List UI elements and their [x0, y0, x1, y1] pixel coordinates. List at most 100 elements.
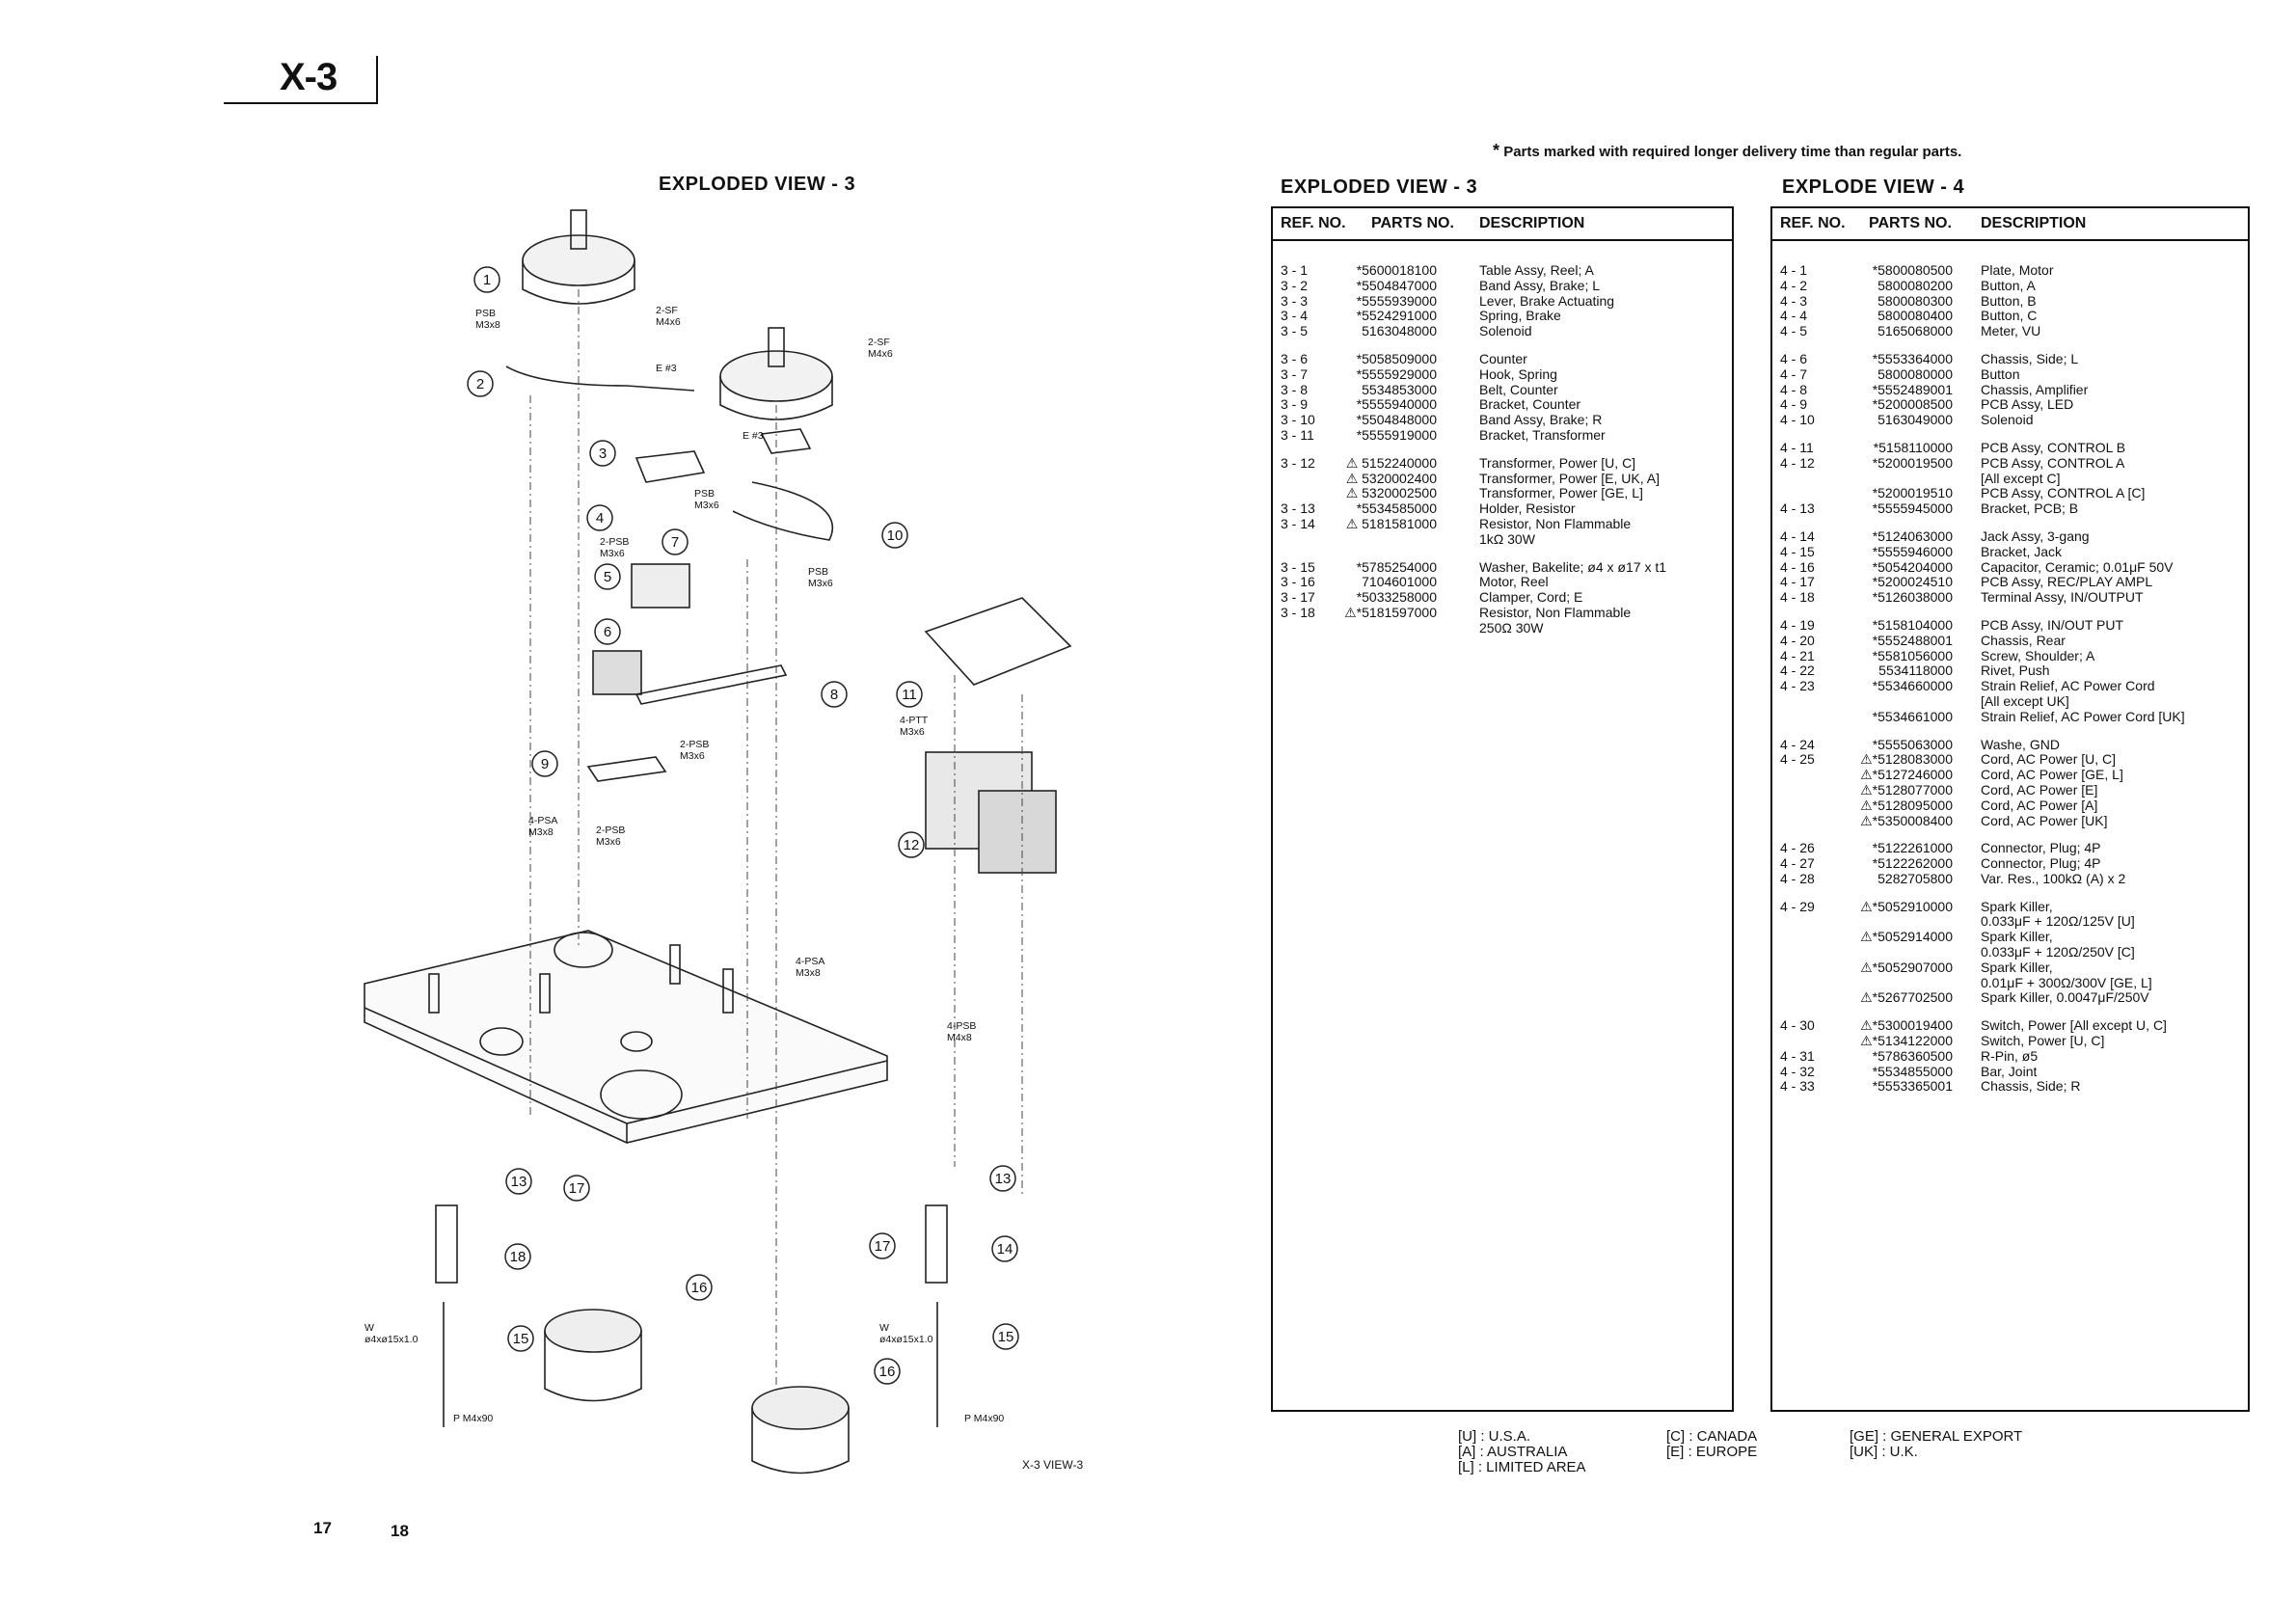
description: 250Ω 30W: [1479, 619, 1544, 636]
ref-no: 4 - 26: [1780, 840, 1815, 856]
ref-no: 4 - 28: [1780, 870, 1815, 886]
table-row: 250Ω 30W: [1273, 620, 1732, 636]
parts-no: *5033258000: [1356, 589, 1437, 606]
ref-no: 4 - 9: [1780, 396, 1808, 413]
ref-no: 4 - 15: [1780, 543, 1815, 559]
label-psb-m3x8-size: M3x8: [475, 319, 500, 331]
description: Meter, VU: [1981, 323, 2041, 339]
parts-no: *5054204000: [1872, 558, 1953, 575]
description: Washe, GND: [1981, 736, 2060, 752]
group-gap: [1273, 338, 1732, 351]
ref-no: 4 - 16: [1780, 558, 1815, 575]
label-ptt-size: M3x6: [900, 726, 925, 738]
parts-no: *5124063000: [1872, 527, 1953, 544]
description: Washer, Bakelite; ø4 x ø17 x t1: [1479, 558, 1667, 575]
parts-no: 5800080400: [1877, 308, 1953, 324]
parts-no: *5534661000: [1872, 708, 1953, 724]
table-row: 1kΩ 30W: [1273, 531, 1732, 547]
ref-no: 4 - 12: [1780, 454, 1815, 471]
callout-14-label: 14: [997, 1241, 1013, 1258]
delivery-note: * Parts marked with required longer deli…: [1493, 141, 1961, 161]
ref-no: 3 - 5: [1281, 323, 1309, 339]
label-ptt: 4-PTT: [900, 715, 929, 726]
description: Counter: [1479, 350, 1527, 366]
description: PCB Assy, IN/OUT PUT: [1981, 616, 2124, 633]
description: Transformer, Power [E, UK, A]: [1479, 470, 1660, 486]
ref-no: 4 - 18: [1780, 589, 1815, 606]
description: PCB Assy, CONTROL A: [1981, 454, 2125, 471]
callout-9: 9: [531, 750, 558, 777]
parts-no: ⚠*5134122000: [1860, 1033, 1953, 1049]
description: 0.033μF + 120Ω/250V [C]: [1981, 944, 2135, 960]
description: Cord, AC Power [GE, L]: [1981, 767, 2123, 783]
parts-no: *5126038000: [1872, 589, 1953, 606]
parts-no: 7104601000: [1362, 574, 1437, 590]
callout-16-left: 16: [686, 1274, 713, 1301]
description: Terminal Assy, IN/OUTPUT: [1981, 589, 2144, 606]
description: [All except UK]: [1981, 692, 2069, 709]
description: Switch, Power [U, C]: [1981, 1033, 2105, 1049]
legend-col-1: [U] : U.S.A. [A] : AUSTRALIA [L] : LIMIT…: [1458, 1429, 1586, 1475]
label-washer-left: W: [365, 1322, 374, 1334]
ref-no: 4 - 27: [1780, 855, 1815, 872]
group-gap: [1772, 338, 2248, 351]
description: Band Assy, Brake; R: [1479, 412, 1603, 428]
callout-3-label: 3: [599, 446, 607, 462]
ref-no: 4 - 17: [1780, 574, 1815, 590]
callout-13-right: 13: [989, 1165, 1016, 1192]
parts-no: *5555940000: [1356, 396, 1437, 413]
label-psb2-c-size: M3x6: [596, 836, 621, 848]
label-e3-b: E #3: [743, 430, 764, 442]
legend-col-2: [C] : CANADA [E] : EUROPE: [1666, 1429, 1757, 1460]
label-psa-right: 4-PSA: [796, 956, 824, 967]
ref-no: 4 - 13: [1780, 500, 1815, 517]
parts-no: *5555939000: [1356, 292, 1437, 309]
label-psb2-a-size: M3x6: [600, 548, 625, 559]
ref-no: 3 - 3: [1281, 292, 1309, 309]
legend-item: [GE] : GENERAL EXPORT: [1850, 1428, 2023, 1445]
table-row: 0.033μF + 120Ω/125V [U]: [1772, 913, 2248, 929]
ref-no: 3 - 1: [1281, 262, 1309, 278]
label-sf-a-size: M4x6: [656, 316, 681, 328]
description: Cord, AC Power [A]: [1981, 797, 2098, 813]
drawing-title: EXPLODED VIEW - 3: [659, 174, 856, 195]
ref-no: 3 - 6: [1281, 350, 1309, 366]
callout-7: 7: [662, 528, 689, 555]
description: Solenoid: [1479, 323, 1532, 339]
label-washer-left-size: ø4xø15x1.0: [365, 1334, 419, 1345]
parts-no: ⚠*5350008400: [1860, 812, 1953, 828]
legend-item: [E] : EUROPE: [1666, 1444, 1758, 1460]
callout-10: 10: [881, 522, 908, 549]
label-psb-b-size: M3x6: [808, 578, 833, 589]
callout-4-label: 4: [596, 510, 604, 527]
drawing-callouts: 1 2 3 4 5 6 7 8 9 10 11 12 13 13 14 15 1…: [365, 266, 1019, 1424]
parts-no: *5534585000: [1356, 500, 1437, 517]
ref-no: 3 - 18: [1281, 604, 1315, 620]
description: Table Assy, Reel; A: [1479, 262, 1594, 278]
callout-10-label: 10: [887, 527, 904, 544]
parts-no: *5553365001: [1872, 1078, 1953, 1095]
callout-9-label: 9: [541, 756, 549, 772]
description: R-Pin, ø5: [1981, 1047, 2039, 1064]
ref-no: 4 - 33: [1780, 1078, 1815, 1095]
label-sf-b-size: M4x6: [868, 348, 893, 360]
ref-no: 4 - 25: [1780, 751, 1815, 768]
description: Bracket, Counter: [1479, 396, 1581, 413]
